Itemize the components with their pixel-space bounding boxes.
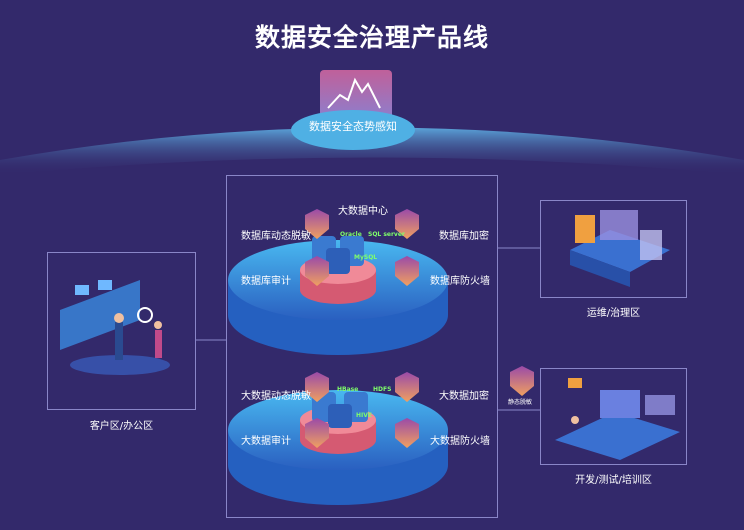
- bigdata-center-label: 大数据中心: [338, 206, 388, 217]
- client-office-illustration: [60, 280, 170, 375]
- sqlserver-label: SQL server: [368, 231, 405, 238]
- hbase-label: HBase: [337, 386, 359, 393]
- bd-audit-label: 大数据审计: [241, 436, 291, 447]
- page-title: 数据安全治理产品线: [254, 23, 489, 52]
- db-masking-label: 数据库动态脱敏: [241, 231, 311, 242]
- chart-card-icon: [320, 70, 392, 122]
- db-firewall-label: 数据库防火墙: [430, 276, 490, 287]
- dev-zone-label: 开发/测试/培训区: [575, 475, 652, 486]
- ops-illustration: [570, 210, 670, 287]
- db-encryption-label: 数据库加密: [439, 231, 489, 242]
- dev-illustration: [555, 378, 680, 460]
- situation-platform: [291, 110, 415, 150]
- db-audit-label: 数据库审计: [241, 276, 291, 287]
- glow-arc: [0, 127, 744, 175]
- mysql-label: MySQL: [354, 254, 378, 261]
- static-masking-label: 静态脱敏: [508, 399, 533, 406]
- ops-zone-box: [540, 200, 687, 298]
- client-zone-box: [47, 252, 196, 410]
- bd-firewall-label: 大数据防火墙: [430, 436, 490, 447]
- ops-zone-label: 运维/治理区: [586, 308, 641, 319]
- oracle-label: Oracle: [340, 231, 362, 238]
- hive-label: HIVE: [356, 412, 372, 419]
- bd-encryption-label: 大数据加密: [439, 391, 489, 402]
- bd-masking-label: 大数据动态脱敏: [241, 391, 311, 402]
- shield-icons: [305, 209, 534, 448]
- center-box: [226, 175, 498, 518]
- hdfs-label: HDFS: [373, 386, 392, 393]
- dev-zone-box: [540, 368, 687, 465]
- situation-awareness-label: 数据安全态势感知: [309, 120, 397, 133]
- client-zone-label: 客户区/办公区: [89, 421, 154, 432]
